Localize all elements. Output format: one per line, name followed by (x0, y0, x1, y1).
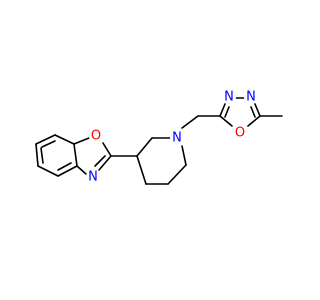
bond (167, 164, 187, 185)
oxygen-label: O (235, 126, 245, 141)
nitrogen-label: N (224, 90, 234, 105)
label-background (222, 90, 236, 104)
oxazole-ring (73, 137, 112, 175)
bond (102, 142, 112, 157)
double-bond-inner (40, 147, 44, 164)
atom-label-benzoxazole-n: N (86, 170, 100, 185)
oxygen-label: O (91, 129, 101, 144)
atom-label-oxadiazole-o: O (233, 126, 247, 141)
benzene-ring (35, 134, 78, 177)
atom-label-benzoxazole-o: O (89, 129, 103, 144)
nitrogen-label: N (88, 170, 98, 185)
nitrogen-label: N (246, 90, 256, 105)
label-background (244, 90, 258, 104)
piperidine-ring (136, 137, 187, 185)
bond (73, 143, 78, 167)
atom-label-oxadiazole-n3: N (222, 90, 236, 105)
atom-label-piperidine-n: N (170, 131, 184, 146)
bond (219, 103, 226, 117)
double-bond-inner (224, 106, 230, 118)
atom-label-oxadiazole-n4: N (244, 90, 258, 105)
oxadiazole-ring (219, 97, 283, 127)
double-bond-inner (57, 162, 72, 171)
label-background (89, 129, 103, 143)
bond (181, 145, 187, 166)
double-bond-inner (250, 106, 256, 118)
bond (35, 143, 39, 167)
bond (136, 137, 153, 157)
bond (136, 155, 147, 185)
bond (254, 103, 261, 117)
double-bond-inner (94, 155, 106, 167)
molecule-structure-diagram: O N N N N O (35, 90, 283, 185)
bond (247, 115, 261, 127)
label-background (233, 126, 247, 140)
bond (35, 134, 56, 145)
bond (73, 137, 90, 145)
nitrogen-label: N (172, 131, 182, 146)
bond (54, 134, 75, 145)
bond (76, 165, 87, 175)
bond (57, 165, 78, 177)
bond (98, 155, 112, 171)
bond (219, 115, 233, 127)
bond (181, 115, 199, 129)
label-background (86, 170, 100, 184)
bond (37, 165, 59, 177)
double-bond-inner (41, 140, 56, 148)
label-background (170, 131, 184, 145)
